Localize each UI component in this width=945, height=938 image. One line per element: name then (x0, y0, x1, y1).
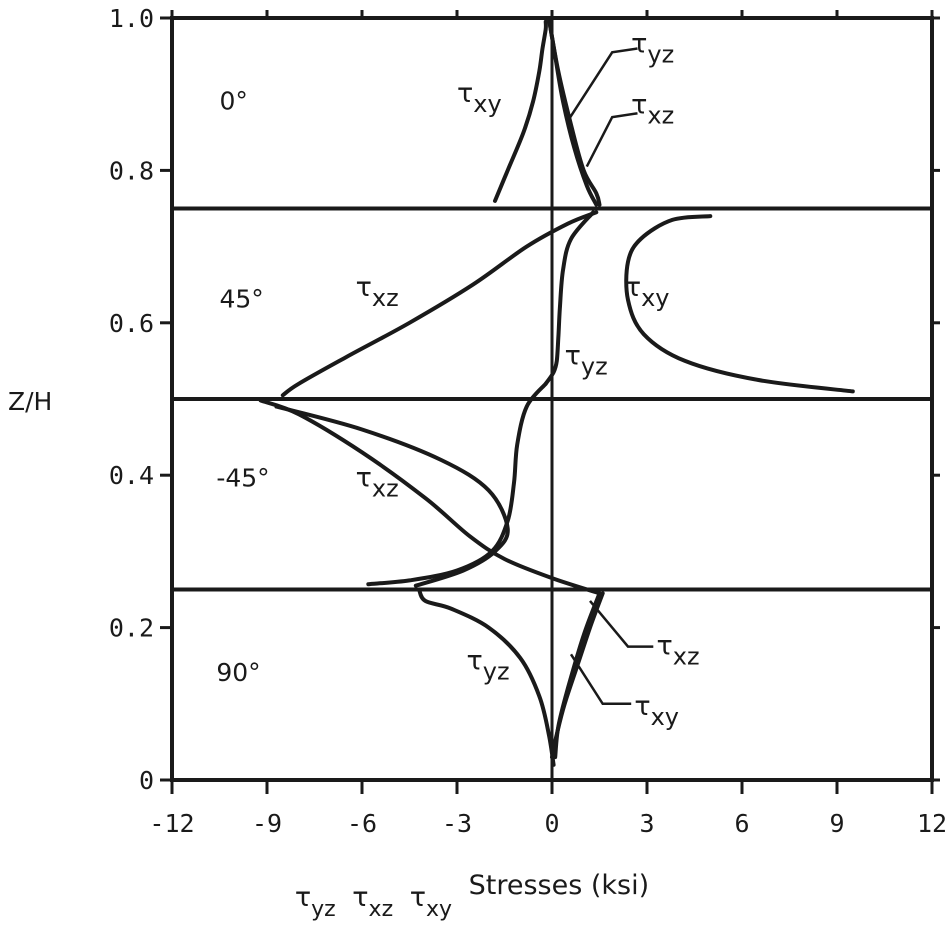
x-tick-label: 3 (639, 809, 654, 838)
y-axis-ticks: 0 0.2 0.4 0.6 0.8 1.0 (109, 4, 940, 795)
curve-label-0: τxy (457, 78, 502, 118)
ply-angle-label-2: -45° (216, 464, 269, 493)
curve-label-5: τyz (565, 341, 608, 381)
ply-angle-label-0: 0° (220, 86, 248, 115)
curve-label-7: τyz (467, 646, 510, 686)
y-tick-label: 0.6 (109, 309, 154, 338)
series-curve-2 (546, 16, 602, 207)
annotation-leader-2 (585, 112, 638, 168)
y-axis-label: Z/H (8, 387, 52, 416)
curve-label-8: τxz (657, 630, 700, 670)
series-curves (258, 16, 855, 767)
x-axis-title: Stresses (ksi) (469, 870, 650, 901)
x-tick-label: 12 (917, 809, 945, 838)
x-tick-label: 6 (734, 809, 749, 838)
y-tick-label: 1.0 (109, 4, 154, 33)
x-axis-label: τyz τxz τxy Stresses (ksi) (295, 870, 649, 923)
series-curve-5 (624, 214, 855, 394)
x-tick-label: 0 (544, 809, 559, 838)
y-tick-label: 0.8 (109, 156, 154, 185)
series-curve-10 (550, 591, 605, 760)
series-curve-3 (280, 210, 599, 398)
y-tick-label: 0.4 (109, 461, 154, 490)
curve-label-6: τxz (356, 463, 399, 503)
ply-boundaries (172, 206, 932, 592)
ply-angle-label-1: 45° (220, 285, 264, 314)
annotation-leader-9 (569, 653, 632, 706)
x-tick-label: -3 (442, 809, 472, 838)
curve-label-4: τxy (625, 272, 670, 312)
curve-label-2: τxz (631, 89, 674, 129)
ply-angle-label-3: 90° (216, 658, 260, 687)
x-symbol-tyz: τyz (295, 882, 336, 922)
series-curve-8 (274, 404, 510, 588)
series-curve-6 (258, 398, 602, 596)
x-tick-label: -6 (347, 809, 377, 838)
curve-label-1: τyz (631, 28, 674, 68)
series-curve-11 (553, 591, 602, 760)
x-tick-label: 9 (829, 809, 844, 838)
curve-label-3: τxz (356, 272, 399, 312)
series-curve-9 (417, 587, 556, 767)
x-axis-ticks: -12 -9 -6 -3 0 3 6 9 12 (149, 10, 945, 838)
series-curve-4 (543, 210, 596, 386)
annotation-leaders (566, 47, 654, 706)
curve-label-9: τxy (634, 691, 679, 731)
x-tick-label: -12 (149, 809, 194, 838)
annotation-leader-8 (589, 600, 654, 648)
annotation-leader-1 (566, 47, 638, 122)
y-tick-label: 0 (139, 766, 154, 795)
y-tick-label: 0.2 (109, 614, 154, 643)
ply-angle-labels: 0° 45° -45° 90° (216, 86, 269, 687)
x-tick-label: -9 (252, 809, 282, 838)
series-curve-0 (493, 19, 548, 203)
